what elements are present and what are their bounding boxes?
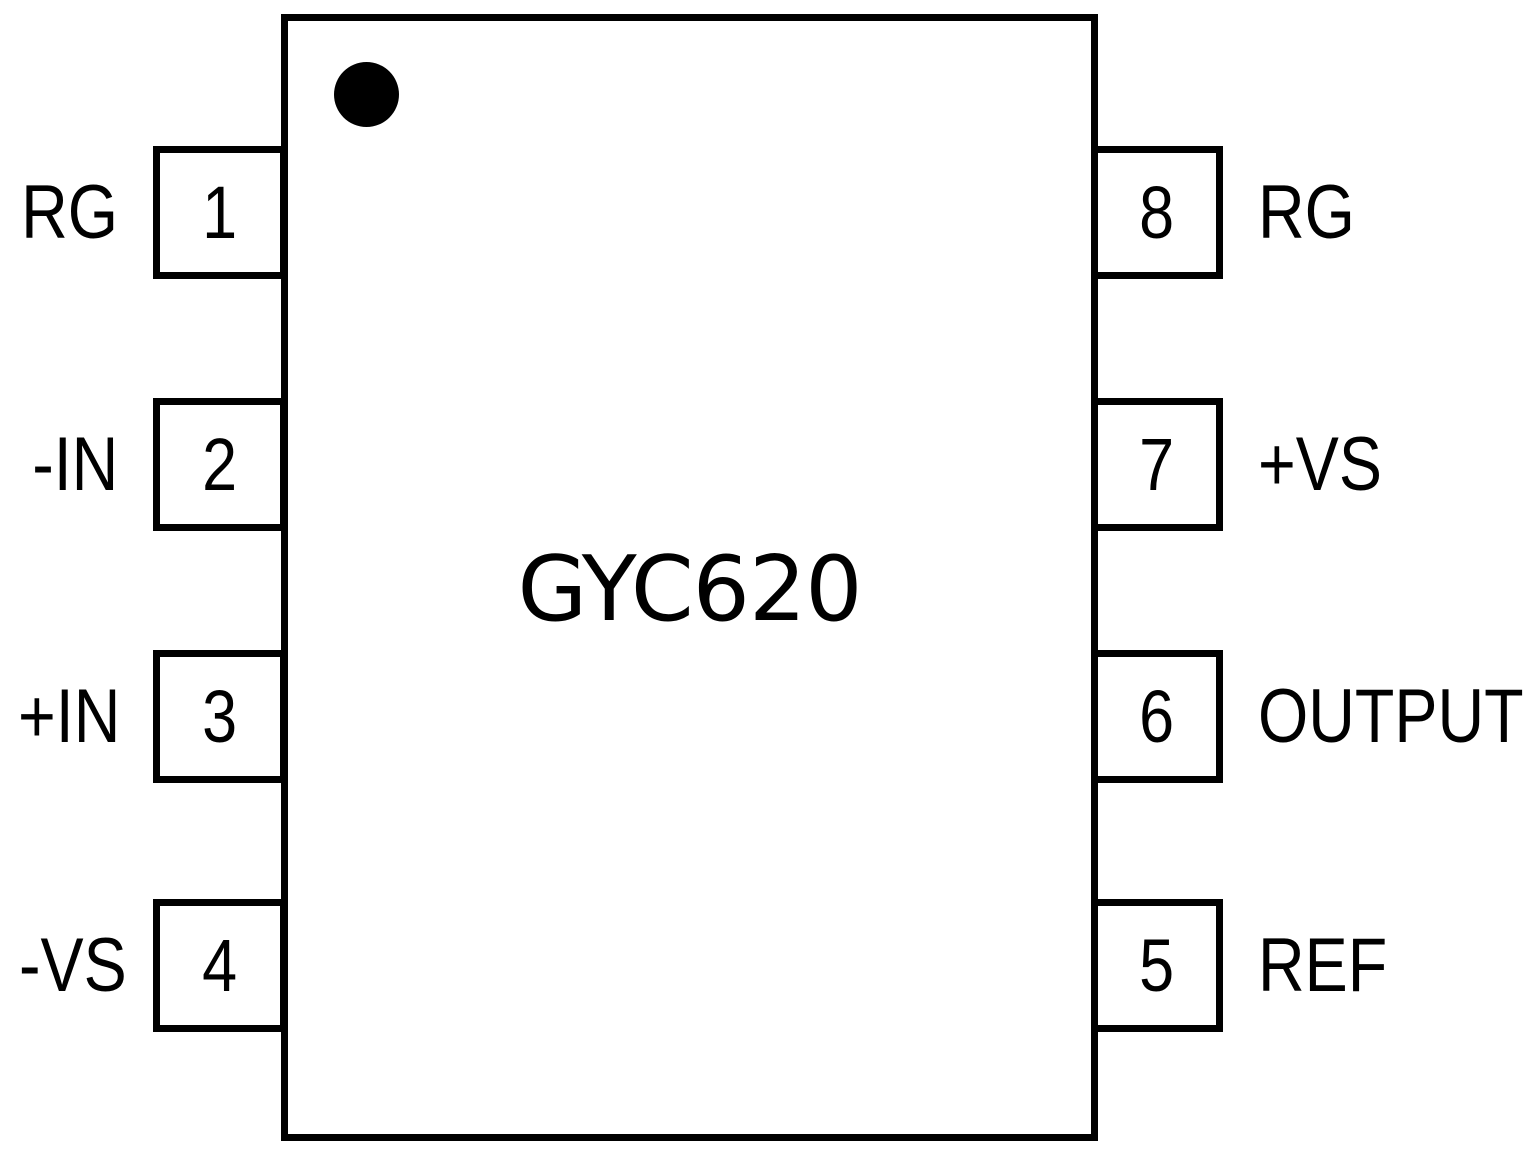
chip-body: GYC620 — [281, 14, 1098, 1141]
pin-5-function-label: REF — [1258, 923, 1388, 1008]
pin-7-number: 7 — [1139, 422, 1175, 506]
pin-2-number: 2 — [202, 422, 238, 506]
pin-8-function-label: RG — [1258, 170, 1355, 255]
pin1-indicator-dot-icon — [334, 62, 399, 127]
pin-4-box: 4 — [153, 899, 287, 1032]
pin-7-box: 7 — [1091, 398, 1223, 531]
pin-8-number: 8 — [1139, 170, 1175, 254]
pin-5-box: 5 — [1091, 899, 1223, 1032]
pin-4-function-label: -VS — [19, 923, 127, 1008]
pin-1-number: 1 — [202, 170, 238, 254]
pin-7-function-label: +VS — [1258, 422, 1382, 507]
pin-1-box: 1 — [153, 146, 287, 279]
pin-3-number: 3 — [202, 674, 238, 758]
pin-6-number: 6 — [1139, 674, 1175, 758]
pin-1-function-label: RG — [21, 170, 118, 255]
pin-4-number: 4 — [202, 923, 238, 1007]
pin-6-function-label: OUTPUT — [1258, 674, 1524, 759]
pin-3-box: 3 — [153, 650, 287, 783]
pin-2-box: 2 — [153, 398, 287, 531]
pin-8-box: 8 — [1091, 146, 1223, 279]
chip-title: GYC620 — [517, 537, 863, 642]
pin-5-number: 5 — [1139, 923, 1175, 1007]
pin-2-function-label: -IN — [31, 422, 118, 507]
pin-6-box: 6 — [1091, 650, 1223, 783]
pin-3-function-label: +IN — [18, 674, 121, 759]
